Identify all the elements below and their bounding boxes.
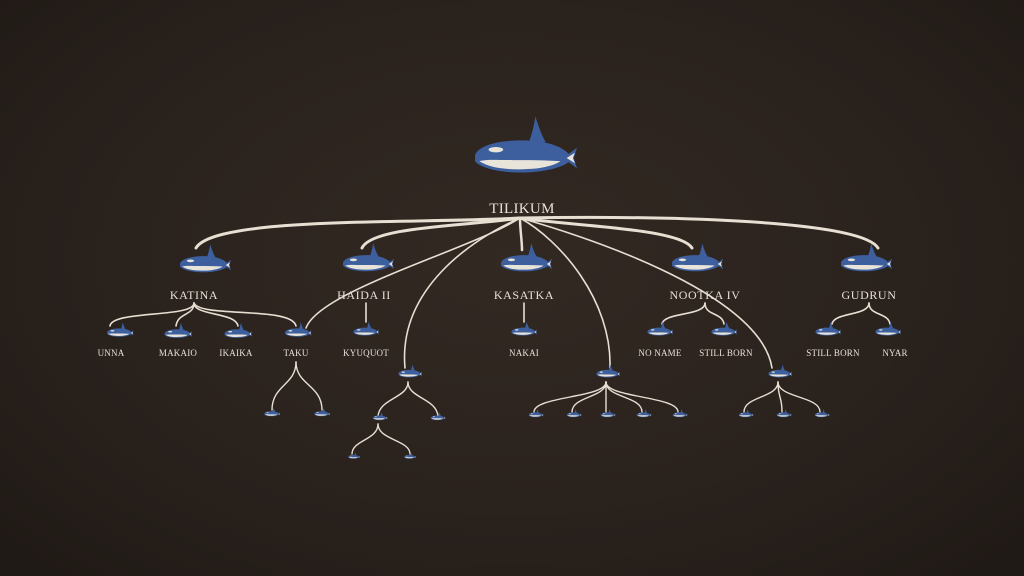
orca-icon-nakai: [511, 321, 537, 336]
connector-tilikum-haida: [360, 216, 522, 250]
orca-icon-makaio: [164, 322, 192, 338]
connector-gen3b-calf-5: [605, 381, 679, 413]
offspring-label-ikaika: IKAIKA: [219, 348, 253, 358]
connector-katina-makaio: [175, 302, 195, 327]
orca-icon-still-born-gudrun: [815, 321, 841, 336]
orca-icon-haida-ii: [343, 243, 394, 272]
offspring-label-nyar: NYAR: [882, 348, 908, 358]
orca-icon-tilikum: [475, 116, 577, 173]
offspring-label-nakai: NAKAI: [509, 348, 539, 358]
child-label-nootka-iv: NOOTKA IV: [669, 288, 741, 302]
orca-icon-katina: [180, 244, 231, 273]
connector-tilikum-gudrun: [518, 215, 880, 250]
child-label-haida-ii: HAIDA II: [337, 288, 391, 302]
orca-icon-nootka-iv: [672, 243, 723, 272]
child-label-katina: KATINA: [169, 288, 219, 302]
connector-gen3a-calf-1: [377, 381, 409, 417]
orca-icon-gen3b-calf-3: [600, 409, 616, 418]
offspring-label-unna: UNNA: [97, 348, 125, 358]
connector-gen3c-calf-3: [777, 381, 821, 413]
orca-icon-gen3c-calf-1: [738, 409, 754, 418]
connector-tilikum-nootka: [518, 216, 694, 250]
connector-tilikum-kasatka: [518, 216, 524, 252]
connector-nootka-noname: [661, 302, 706, 325]
orca-icon-gen4-calf-1: [348, 452, 360, 459]
connector-tilikum-katina: [194, 216, 522, 250]
connector-katina-ikaika: [193, 302, 239, 327]
connector-gudrun-stillborn: [831, 302, 870, 325]
offspring-label-kyuquot: KYUQUOT: [343, 348, 389, 358]
orca-icon-no-name: [647, 321, 673, 336]
connector-gen3a-calf-2: [407, 381, 439, 417]
connector-tilikum-taku: [305, 217, 521, 329]
connector-tilikum-gen3a: [403, 217, 521, 369]
connector-gen3b-calf-2: [571, 381, 607, 413]
offspring-label-still-born-nootka: STILL BORN: [699, 348, 753, 358]
connector-gen4-calf-1: [351, 423, 379, 455]
child-label-gudrun: GUDRUN: [841, 288, 897, 302]
connector-gen4-calf-2: [377, 423, 411, 455]
connector-lines: [109, 215, 891, 455]
connector-tilikum-gen3b: [519, 217, 611, 369]
child-label-kasatka: KASATKA: [493, 288, 555, 302]
connector-katina-unna: [109, 302, 195, 327]
offspring-label-no-name: NO NAME: [638, 348, 682, 358]
orca-icon-gen3b: [596, 364, 620, 378]
orca-icon-gen3b-calf-2: [566, 409, 582, 418]
connector-katina-taku: [193, 302, 297, 327]
connector-taku-calf-2: [295, 361, 323, 411]
orca-icon-gudrun: [841, 243, 892, 272]
offspring-label-still-born-gudrun: STILL BORN: [806, 348, 860, 358]
offspring-label-taku: TAKU: [283, 348, 309, 358]
orca-icon-gen3a-calf-1: [372, 412, 388, 421]
connector-gen3b-calf-1: [533, 381, 607, 413]
root-label-tilikum: TILIKUM: [489, 201, 555, 217]
orca-icon-kyuquot: [353, 321, 379, 336]
orca-icon-gen3b-calf-5: [672, 409, 688, 418]
connector-nootka-stillborn: [704, 302, 725, 325]
orca-icon-gen3c-calf-2: [776, 409, 792, 418]
orca-icon-gen3c-calf-3: [814, 409, 830, 418]
connector-taku-calf-1: [271, 361, 297, 411]
orca-icon-gen3a: [398, 364, 422, 378]
orca-icon-gen3b-calf-4: [636, 409, 652, 418]
offspring-label-makaio: MAKAIO: [158, 348, 198, 358]
connector-gudrun-nyar: [868, 302, 891, 325]
connector-tilikum-gen3c: [519, 217, 773, 369]
orca-icon-kasatka: [501, 243, 552, 272]
connector-gen3b-calf-4: [605, 381, 643, 413]
orca-icon-gen3b-calf-1: [528, 409, 544, 418]
connector-gen3c-calf-1: [743, 381, 779, 413]
orca-icon-nyar: [875, 321, 901, 336]
